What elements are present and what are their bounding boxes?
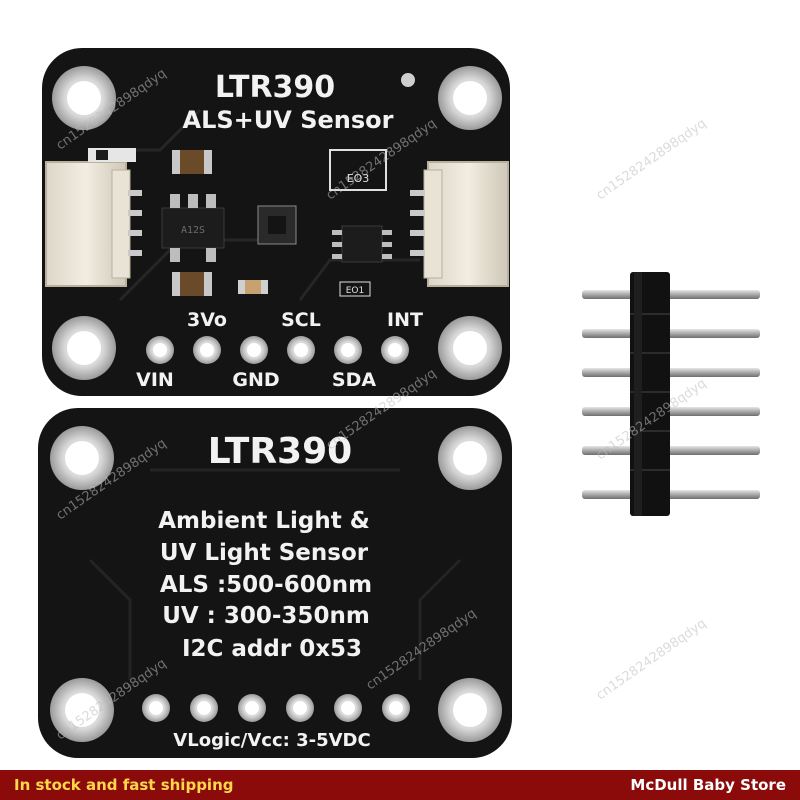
eeprom-chip-icon	[332, 225, 392, 263]
pin-label-3vo: 3Vo	[187, 309, 227, 331]
mounting-hole-icon	[52, 66, 502, 380]
front-title: LTR390	[215, 70, 335, 105]
front-board: LTR390 ALS+UV Sensor	[42, 48, 510, 396]
back-line-4: UV : 300-350nm	[162, 603, 370, 629]
pin-label-vin: VIN	[136, 369, 174, 391]
back-line-2: UV Light Sensor	[160, 540, 369, 566]
store-name: McDull Baby Store	[630, 776, 786, 794]
pin-label-sda: SDA	[332, 369, 376, 391]
back-line-3: ALS :500-600nm	[160, 572, 372, 598]
back-pin-row	[142, 694, 410, 722]
mounting-hole-icon	[50, 426, 502, 742]
header-pin-strip	[582, 272, 760, 516]
back-line-1: Ambient Light &	[158, 508, 370, 534]
front-subtitle: ALS+UV Sensor	[183, 106, 394, 134]
jumper-mark: EO3	[347, 172, 370, 185]
connector-right-icon	[410, 161, 509, 287]
connector-left-icon	[45, 161, 142, 287]
pin-label-gnd: GND	[232, 369, 279, 391]
capacitor-icon	[172, 150, 212, 296]
svg-text:cn1528242898qdyq: cn1528242898qdyq	[594, 116, 710, 203]
regulator-chip-icon: A12S	[161, 194, 225, 262]
pin-label-scl: SCL	[281, 309, 321, 331]
product-image: LTR390 ALS+UV Sensor	[38, 48, 760, 758]
front-pin-row	[146, 336, 409, 364]
jumper-box-icon: EO3	[329, 149, 387, 191]
back-title: LTR390	[208, 431, 352, 472]
back-footer: VLogic/Vcc: 3-5VDC	[173, 730, 370, 751]
store-banner: In stock and fast shipping McDull Baby S…	[0, 770, 800, 800]
pin-label-int: INT	[387, 309, 423, 331]
led-mark: EO1	[346, 286, 365, 296]
svg-text:cn1528242898qdyq: cn1528242898qdyq	[594, 616, 710, 703]
back-board: LTR390 Ambient Light & UV Light Sensor A…	[38, 408, 512, 758]
shipping-note: In stock and fast shipping	[14, 776, 234, 794]
back-line-5: I2C addr 0x53	[182, 636, 362, 662]
regulator-mark: A12S	[181, 225, 205, 236]
sensor-chip-icon	[257, 205, 297, 245]
